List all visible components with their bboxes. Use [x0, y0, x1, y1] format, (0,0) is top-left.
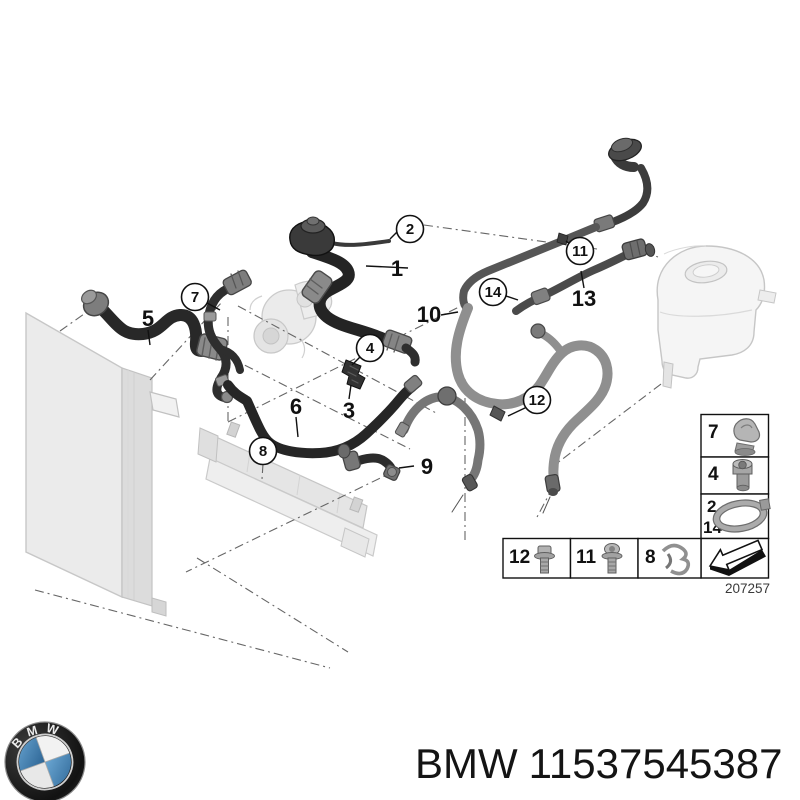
callout-label-2: 2	[406, 221, 414, 238]
pipe-clip-12	[489, 405, 506, 422]
roundel-quadrant-sw	[20, 762, 54, 788]
hoses	[80, 137, 656, 514]
roundel-quadrant-ne	[36, 736, 70, 762]
roundel-quadrant-nw	[19, 737, 46, 771]
callout-10: 10	[417, 302, 441, 327]
callout-label-10: 10	[417, 302, 441, 327]
hose-9	[337, 443, 401, 481]
oil-cooler	[197, 421, 378, 558]
hose-1	[289, 216, 420, 367]
callout-circle-11: 11	[565, 236, 595, 266]
roundel-quadrant-se	[45, 753, 71, 787]
callout-label-1: 1	[391, 256, 403, 281]
hose-arch	[394, 386, 485, 513]
callout-label-14: 14	[485, 284, 502, 301]
retaining-clip-icon	[661, 543, 691, 576]
hose-clamp-icon	[712, 498, 771, 533]
hose-6	[223, 374, 423, 459]
callouts: 1 3 5 6 9 10 13 2 4 7 8 11 12	[142, 214, 596, 479]
ghost-parts	[25, 245, 777, 617]
callout-circle-7: 7	[180, 282, 210, 312]
legend-label-2: 2	[707, 497, 716, 516]
legend-label-8: 8	[645, 547, 656, 568]
bmw-logo: BMW	[4, 716, 86, 800]
callout-9: 9	[421, 454, 433, 479]
callout-3: 3	[343, 398, 355, 423]
callout-circle-8: 8	[248, 436, 278, 466]
sealing-plug-icon	[732, 459, 753, 492]
callout-label-12: 12	[529, 392, 546, 409]
pipe-clip-11	[556, 232, 569, 246]
callout-circle-4: 4	[355, 333, 385, 363]
callout-6: 6	[290, 394, 302, 419]
brand-text: BMW	[415, 740, 518, 787]
callout-label-7: 7	[191, 289, 199, 306]
hex-bolt-icon-12	[534, 545, 555, 574]
legend-label-12: 12	[509, 547, 530, 568]
figure-number: 207257	[725, 581, 770, 596]
clip-3	[341, 359, 366, 390]
callout-label-3: 3	[343, 398, 355, 423]
callout-1: 1	[391, 256, 403, 281]
hex-bolt-icon-11	[601, 543, 623, 574]
callout-circle-14: 14	[478, 277, 508, 307]
direction-arrow-icon	[708, 539, 766, 576]
hose-10	[450, 164, 652, 514]
radiator	[25, 311, 180, 617]
callout-label-11: 11	[572, 243, 588, 260]
callout-label-4: 4	[366, 340, 375, 357]
hose-7	[203, 269, 252, 404]
filler-neck	[608, 137, 642, 172]
callout-circle-2: 2	[395, 214, 425, 244]
callout-label-5: 5	[142, 306, 154, 331]
part-number: 11537545387	[529, 740, 783, 787]
callout-circle-12: 12	[522, 385, 552, 415]
legend-label-11: 11	[576, 547, 597, 568]
legend-label-7: 7	[708, 422, 719, 443]
legend-label-4: 4	[708, 464, 719, 485]
callout-13: 13	[572, 286, 596, 311]
callout-label-8: 8	[259, 443, 267, 460]
callout-5: 5	[142, 306, 154, 331]
callout-label-9: 9	[421, 454, 433, 479]
hose-13	[512, 232, 656, 315]
callout-leaders	[147, 231, 585, 469]
expansion-tank	[656, 245, 777, 389]
legend-table: 7 4 2 14 12 11 8	[502, 413, 771, 596]
callout-label-6: 6	[290, 394, 302, 419]
vent-hose-2	[330, 239, 391, 247]
hose-bracket-clip-icon	[733, 418, 761, 456]
callout-label-13: 13	[572, 286, 596, 311]
